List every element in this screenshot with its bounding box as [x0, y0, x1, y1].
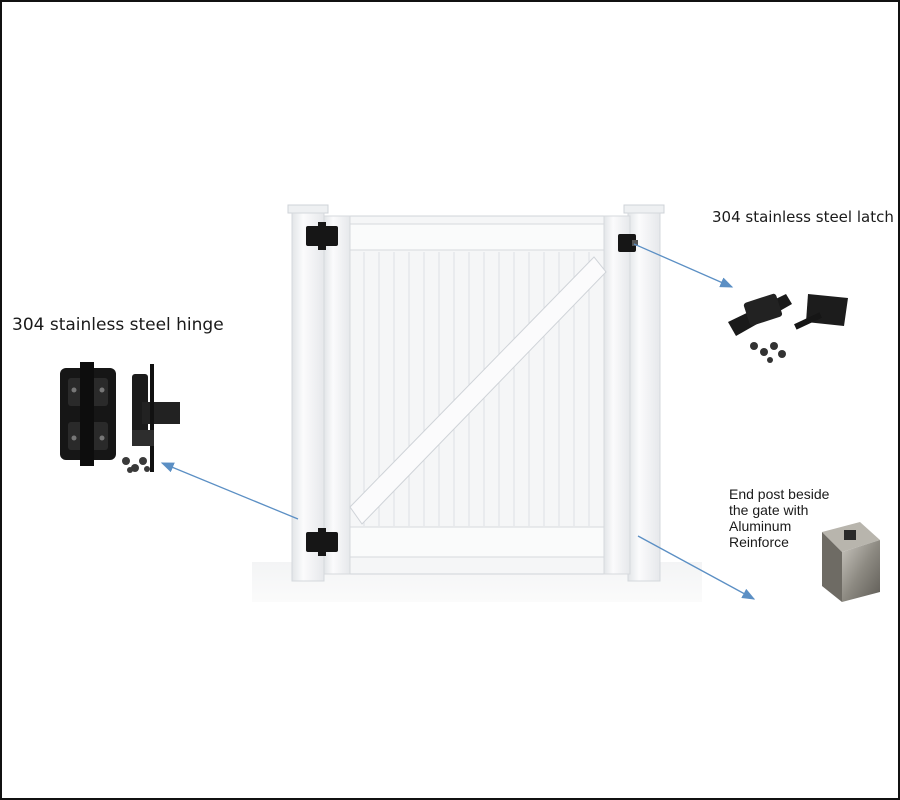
end-post-label-line: Reinforce — [729, 534, 789, 550]
end-post-label-line: Aluminum — [729, 518, 792, 534]
left-post — [287, 204, 329, 582]
bottom-hinge — [306, 528, 338, 556]
gate-latch — [618, 234, 638, 252]
latch-hardware-icon — [728, 293, 848, 363]
hinge-label: 304 stainless steel hinge — [12, 315, 224, 335]
end-post-arrow — [637, 535, 756, 600]
hinge-hardware-icon — [60, 362, 180, 472]
right-post — [623, 204, 665, 582]
latch-label: 304 stainless steel latch — [712, 208, 894, 226]
hinge-arrow — [160, 462, 299, 520]
screws-icon — [122, 457, 150, 473]
end-post-label: End post beside the gate with Aluminum R… — [729, 486, 859, 550]
aluminum-reinforcement-icon — [822, 522, 880, 602]
gate-panel — [323, 215, 631, 575]
latch-arrow — [633, 243, 734, 288]
end-post-label-line: the gate with — [729, 502, 809, 518]
top-hinge — [306, 222, 338, 250]
end-post-label-line: End post beside — [729, 486, 830, 502]
